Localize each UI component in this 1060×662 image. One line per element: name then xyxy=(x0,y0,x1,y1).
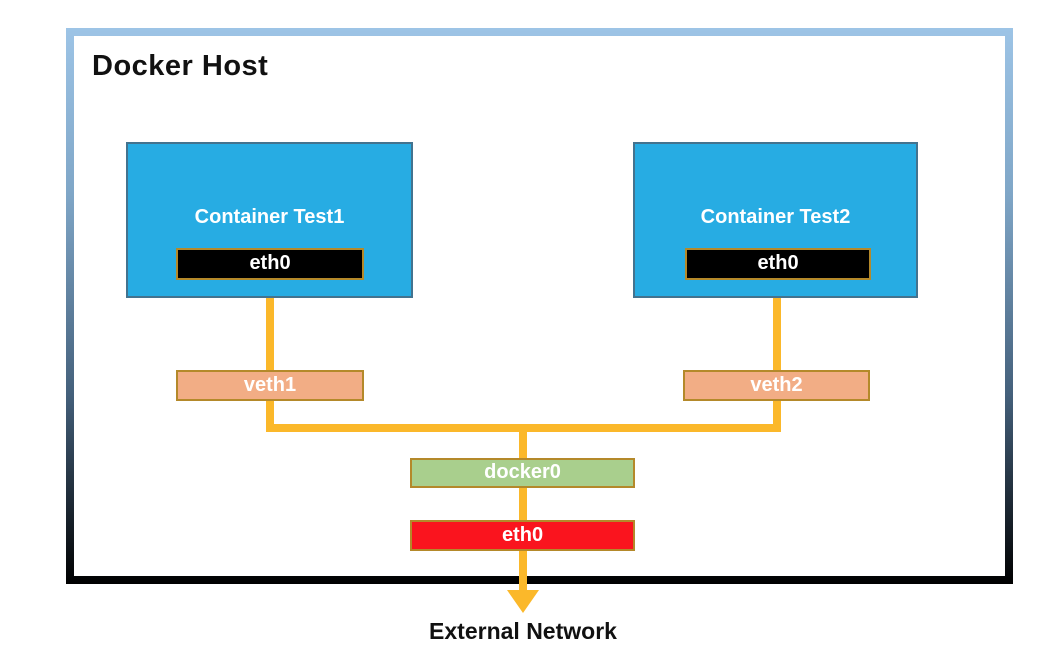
docker-host-title: Docker Host xyxy=(92,50,269,82)
link-veth2-to-bus xyxy=(773,399,781,432)
docker-host-inner-area xyxy=(74,36,1005,576)
link-eth0-to-veth1 xyxy=(266,280,274,371)
link-horizontal-bus xyxy=(266,424,781,432)
veth1-box: veth1 xyxy=(176,370,364,401)
external-network-label: External Network xyxy=(429,618,617,644)
link-docker0-to-eth0 xyxy=(519,488,527,521)
container-test1-label: Container Test1 xyxy=(194,206,345,228)
veth2-box: veth2 xyxy=(683,370,870,401)
link-eth0-to-veth2 xyxy=(773,282,781,371)
arrow-down-icon xyxy=(507,590,539,613)
docker0-bridge-box: docker0 xyxy=(410,458,635,488)
link-eth0-to-external xyxy=(519,551,527,592)
container-test2-eth0-box: eth0 xyxy=(685,248,871,280)
container-test1-box: Container Test1 eth0 xyxy=(126,142,413,298)
link-bus-to-docker0 xyxy=(519,432,527,459)
host-eth0-box: eth0 xyxy=(410,520,635,551)
container-test2-box: Container Test2 eth0 xyxy=(633,142,918,298)
container-test2-label: Container Test2 xyxy=(700,206,851,228)
docker-host-box xyxy=(66,28,1013,584)
container-test1-eth0-box: eth0 xyxy=(176,248,364,280)
link-veth1-to-bus xyxy=(266,401,274,432)
